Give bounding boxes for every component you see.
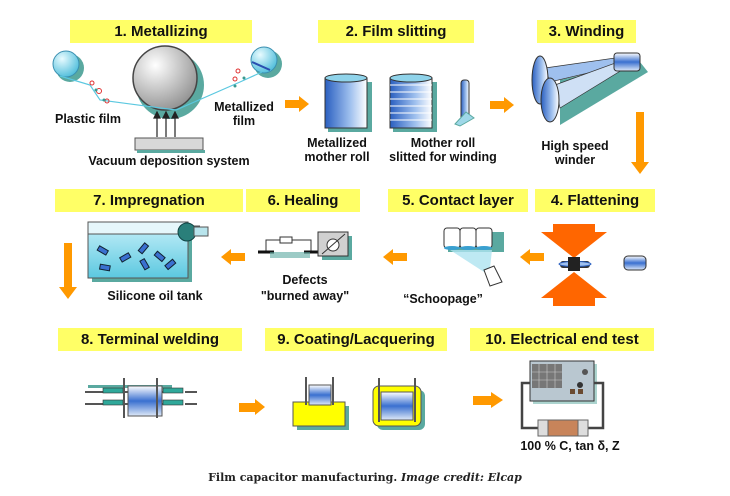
metallized-film-label-2: film [232, 114, 256, 128]
winding-illustration [531, 52, 648, 125]
step-4-label: 4. Flattening [535, 189, 655, 212]
schoopage-label: “Schoopage” [403, 292, 483, 306]
slitted-label-1: Mother roll [410, 136, 476, 150]
winder-label-2: winder [554, 153, 596, 167]
end-test-illustration [520, 360, 605, 437]
step-8-label: 8. Terminal welding [58, 328, 242, 351]
step-6-label: 6. Healing [246, 189, 360, 212]
arrow-2-to-3 [490, 97, 514, 113]
terminal-welding-illustration [85, 378, 197, 418]
figure-caption: Film capacitor manufacturing. Image cred… [0, 471, 730, 484]
slitted-label-2: slitted for winding [389, 150, 497, 164]
mother-roll-label-2: mother roll [304, 150, 370, 164]
winder-label-1: High speed [541, 139, 609, 153]
arrow-5-to-6 [383, 249, 407, 265]
healing-illustration [258, 231, 352, 260]
vacuum-deposition-label: Vacuum deposition system [88, 154, 250, 168]
metallized-film-label-1: Metallized [214, 100, 274, 114]
arrow-6-to-7 [221, 249, 245, 265]
film-slitting-illustration [324, 73, 475, 132]
coating-illustration [292, 377, 425, 430]
mother-roll-label-1: Metallized [307, 136, 367, 150]
step-9-label: 9. Coating/Lacquering [265, 328, 447, 351]
caption-credit: Image credit: Elcap [401, 471, 522, 484]
flattening-illustration [541, 224, 647, 306]
end-test-label: 100 % C, tan δ, Z [520, 439, 620, 453]
oil-tank-label: Silicone oil tank [107, 289, 203, 303]
plastic-film-label: Plastic film [55, 112, 121, 126]
step-10-label: 10. Electrical end test [470, 328, 654, 351]
defects-label-2: "burned away" [260, 289, 350, 303]
step-7-label: 7. Impregnation [55, 189, 243, 212]
arrow-4-to-5 [520, 249, 544, 265]
arrow-9-to-10 [473, 392, 503, 408]
impregnation-illustration [87, 221, 209, 282]
caption-main: Film capacitor manufacturing. [208, 471, 398, 484]
arrow-8-to-9 [239, 399, 265, 415]
step-5-label: 5. Contact layer [388, 189, 528, 212]
contact-layer-illustration [443, 227, 504, 287]
arrow-3-to-4 [631, 112, 649, 174]
defects-label-1: Defects [282, 273, 328, 287]
step-3-label: 3. Winding [537, 20, 636, 43]
metallizing-illustration [52, 45, 282, 153]
step-1-label: 1. Metallizing [70, 20, 252, 43]
arrow-1-to-2 [285, 96, 309, 112]
step-2-label: 2. Film slitting [318, 20, 474, 43]
arrow-7-to-8 [59, 243, 77, 299]
